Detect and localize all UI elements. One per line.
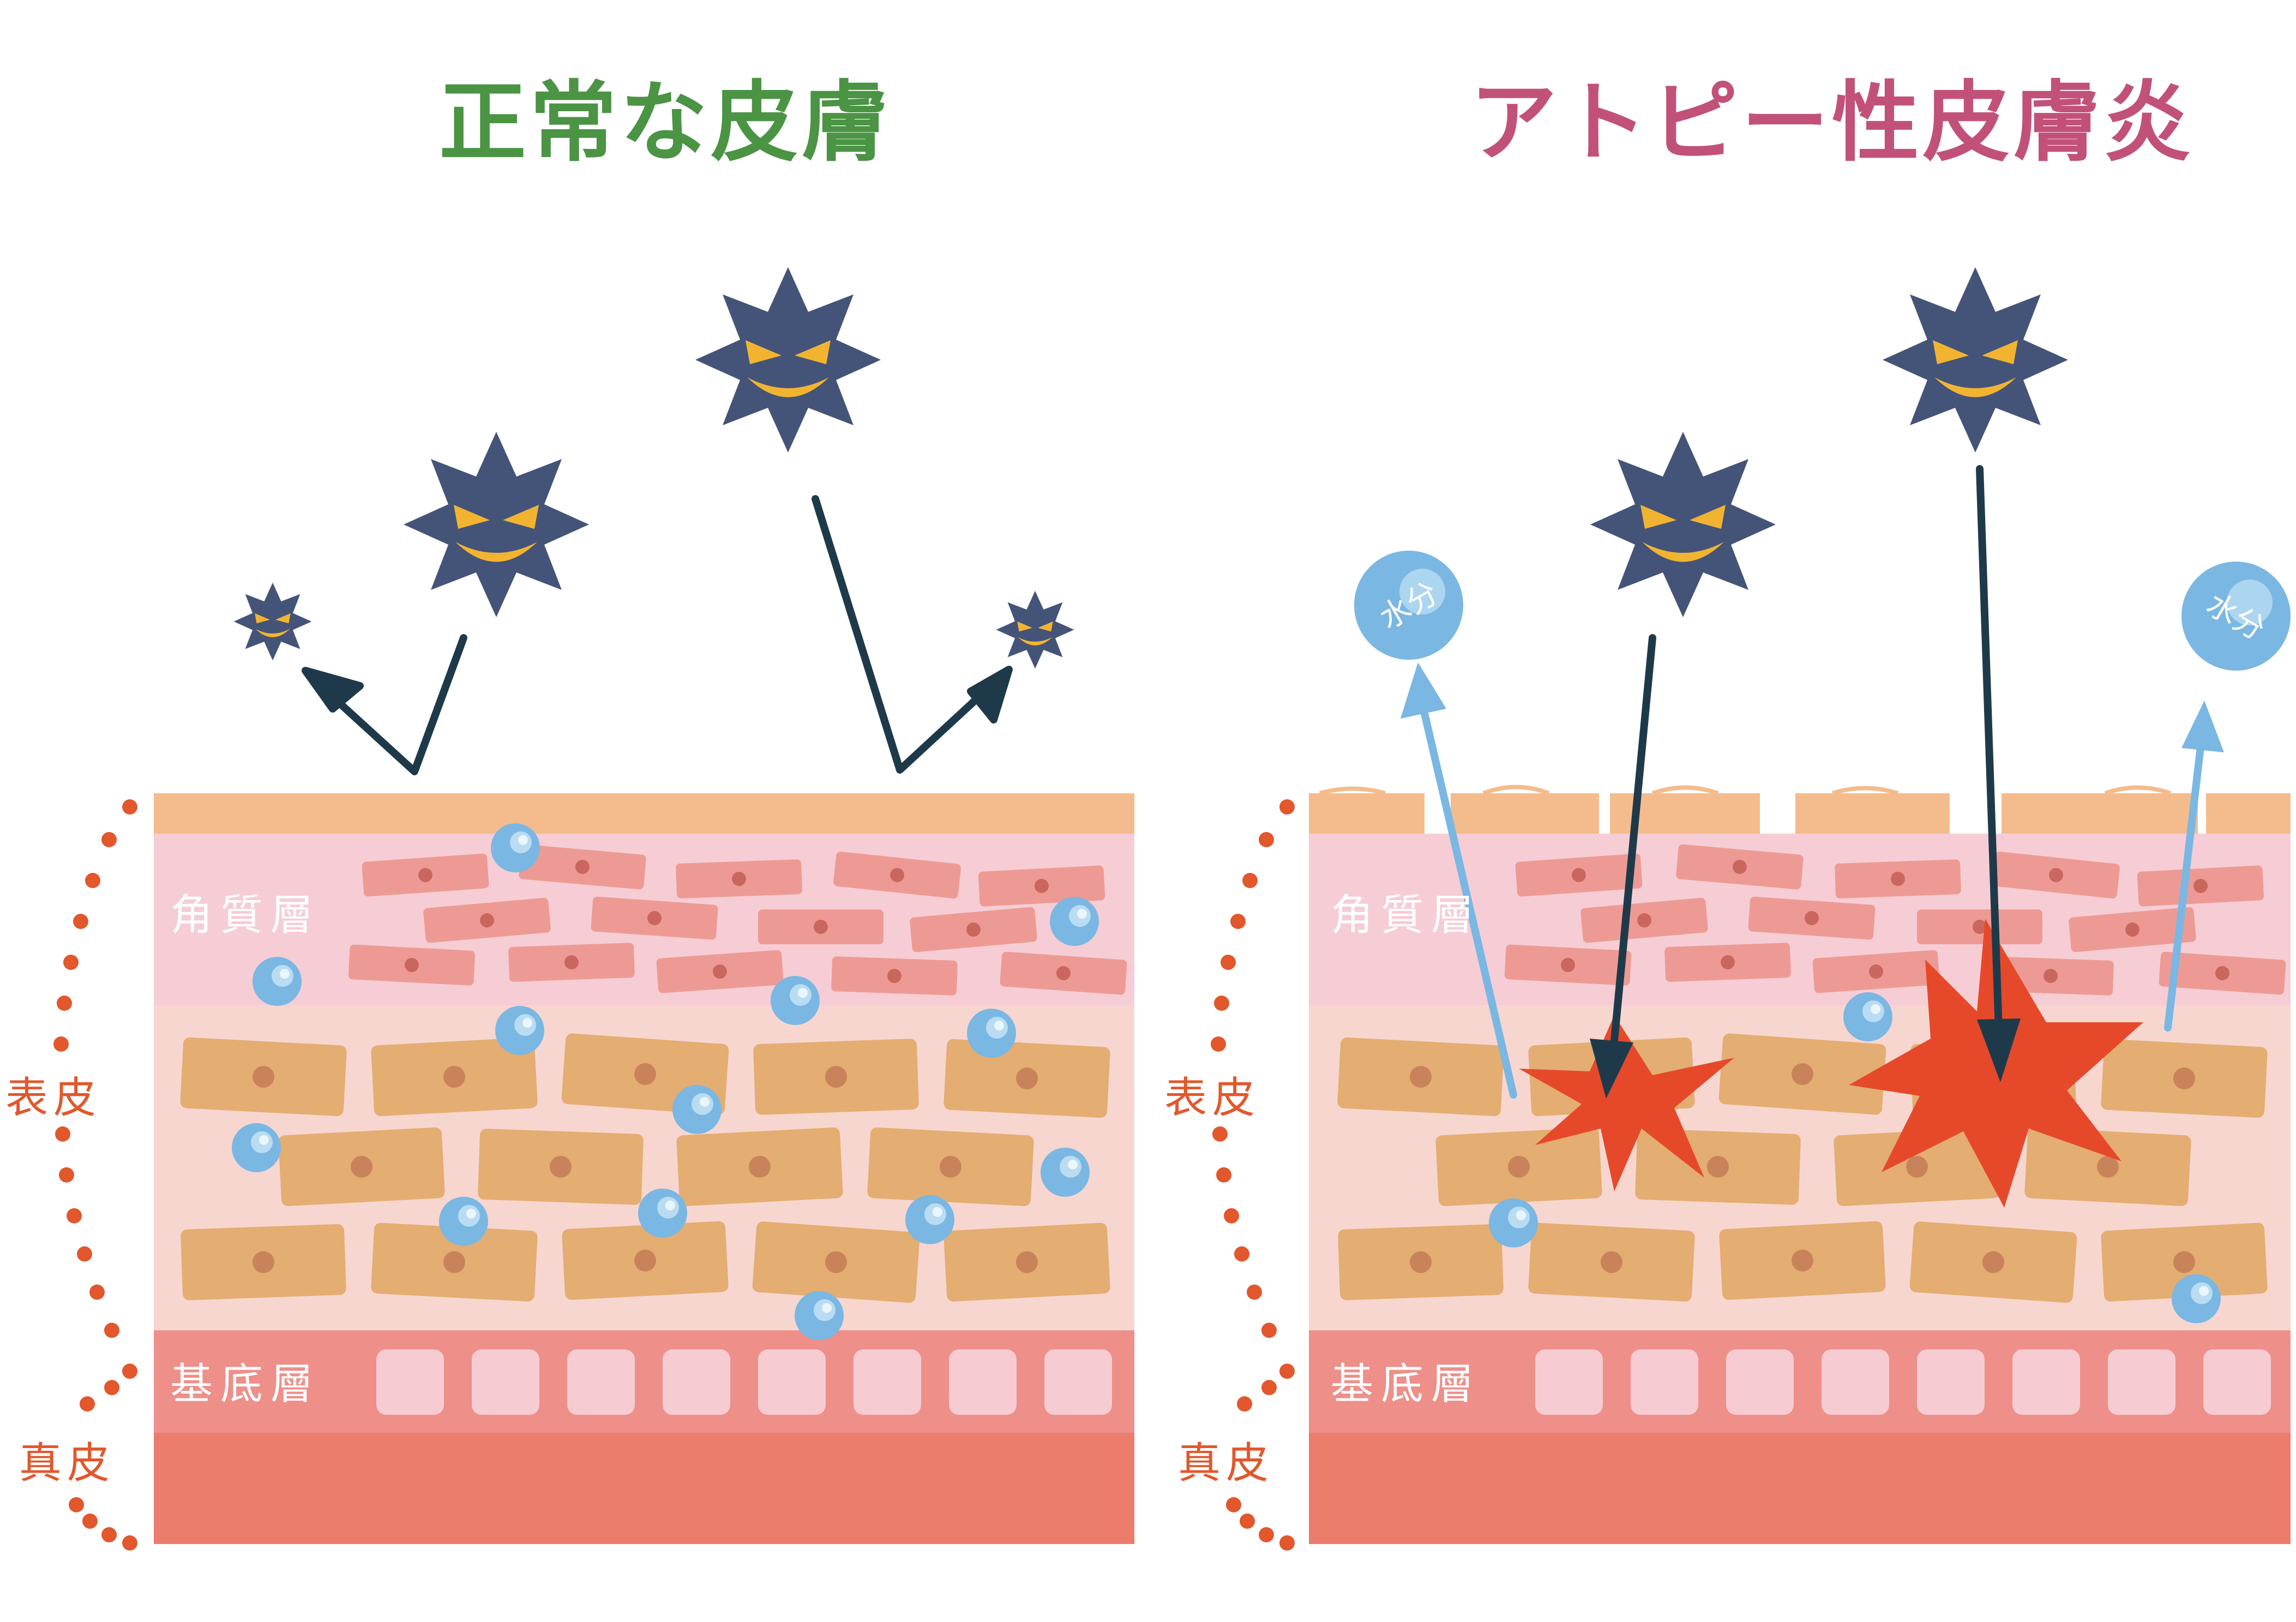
- atopic-skin-panel: [1211, 267, 2291, 1551]
- title-atopic-dermatitis: アトピー性皮膚炎: [1470, 71, 2195, 173]
- right-dermis-label: 真皮: [1178, 1439, 1274, 1488]
- skin-surface-layer: [154, 793, 1134, 834]
- right-corneum-label: 角質層: [1331, 891, 1481, 940]
- left-dermis-label: 真皮: [19, 1439, 115, 1488]
- cracked-surface-layer: [1309, 785, 2291, 834]
- arrow-icon: [302, 495, 1013, 775]
- side-dots-right: [1211, 799, 1295, 1551]
- left-basal-label: 基底層: [170, 1360, 321, 1409]
- side-dots-left: [53, 799, 137, 1551]
- germ-icon: [233, 267, 1074, 669]
- arrow-icon: [1401, 465, 2224, 1099]
- dermis-layer: [1309, 1433, 2291, 1544]
- germ-icon: [1590, 267, 2068, 617]
- water-droplet-icon: [1354, 551, 2291, 671]
- left-corneum-label: 角質層: [170, 891, 321, 940]
- dermis-layer: [154, 1433, 1134, 1544]
- right-basal-label: 基底層: [1331, 1360, 1481, 1409]
- normal-skin-panel: [53, 267, 1134, 1551]
- title-normal-skin: 正常な皮膚: [439, 71, 892, 173]
- right-epidermis-label: 表皮: [1164, 1074, 1260, 1123]
- left-epidermis-label: 表皮: [5, 1074, 101, 1123]
